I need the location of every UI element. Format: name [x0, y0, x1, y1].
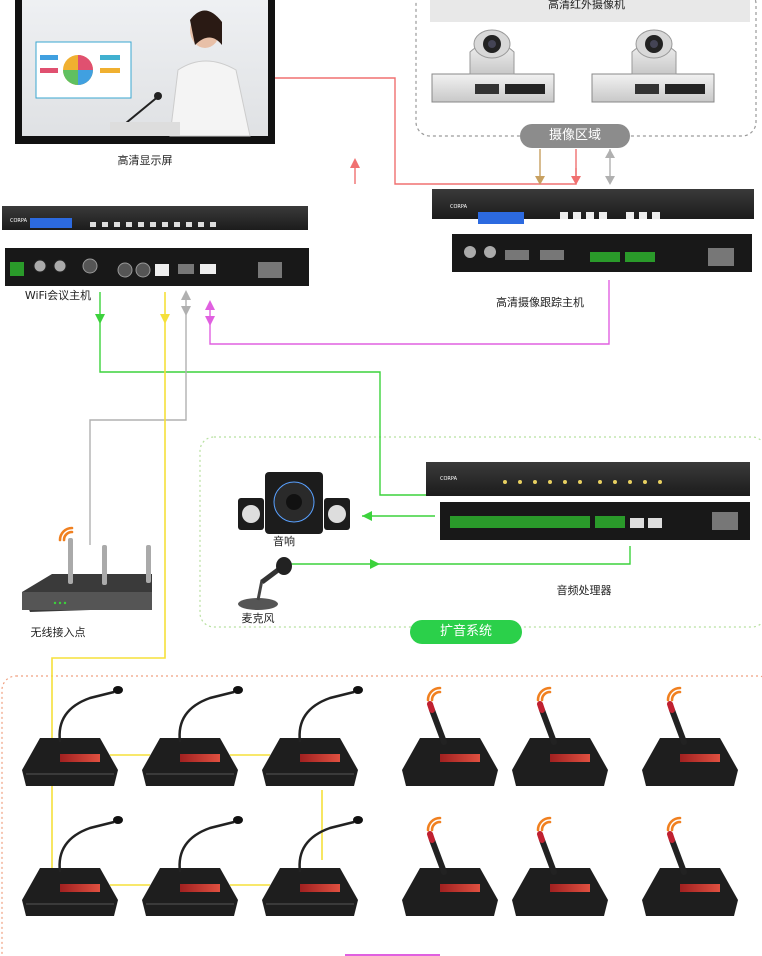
tracking-host-device: CORPA — [432, 189, 754, 272]
ir-camera-1 — [431, 29, 555, 103]
wifi-signal-icon — [666, 686, 682, 702]
camera-zone-pill: 摄像区域 — [520, 124, 630, 148]
wifi-signal-icon — [426, 686, 442, 702]
wifi-host-label: WiFi会议主机 — [25, 288, 91, 302]
camera-title: 高清红外摄像机 — [548, 0, 625, 11]
svg-text:CORPA: CORPA — [10, 218, 28, 224]
svg-text:CORPA: CORPA — [450, 204, 468, 210]
wired-conference-units — [22, 686, 363, 916]
display-screen-label: 高清显示屏 — [118, 153, 173, 167]
microphone-label: 麦克风 — [242, 612, 275, 625]
wireless-ap-label: 无线接入点 — [31, 625, 86, 639]
svg-text:CORPA: CORPA — [440, 476, 458, 482]
mic-to-audio-line — [290, 546, 631, 565]
tracking-to-host-line — [209, 280, 610, 345]
wifi-signal-icon — [58, 526, 74, 542]
wifi-signal-icon — [536, 816, 552, 832]
wifi-signal-icon — [536, 686, 552, 702]
wireless-unit — [402, 701, 498, 786]
wireless-ap-device — [22, 538, 152, 612]
audio-processor-label: 音频处理器 — [557, 583, 612, 597]
units-zone-border — [1, 675, 762, 956]
wired-unit — [22, 816, 123, 916]
wireless-unit — [642, 701, 738, 786]
wireless-unit — [512, 701, 608, 786]
wireless-unit — [642, 831, 738, 916]
wired-unit — [142, 816, 243, 916]
speaker-label: 音响 — [273, 534, 295, 548]
wired-unit — [142, 686, 243, 786]
wifi-signal-icon — [666, 816, 682, 832]
wireless-unit — [512, 831, 608, 916]
host-to-ap-line — [89, 292, 187, 545]
tracking-host-label: 高清摄像跟踪主机 — [496, 295, 584, 309]
audio-processor-device: CORPA — [426, 462, 750, 540]
wired-unit — [262, 816, 363, 916]
camera-zone-border — [415, 0, 757, 137]
ir-camera-2 — [591, 29, 715, 103]
pa-system-pill: 扩音系统 — [410, 620, 522, 644]
wired-unit — [262, 686, 363, 786]
speaker-device — [238, 472, 350, 534]
host-to-audio-line — [99, 292, 426, 496]
microphone-device — [238, 557, 292, 610]
wired-unit — [22, 686, 123, 786]
wireless-conference-units — [402, 686, 738, 916]
display-screen — [15, 0, 275, 144]
camera-title-bar — [430, 0, 750, 22]
host-to-units-line — [51, 292, 166, 760]
wireless-unit — [402, 831, 498, 916]
wifi-signal-icon — [426, 816, 442, 832]
wifi-host-device: CORPA — [2, 206, 309, 286]
